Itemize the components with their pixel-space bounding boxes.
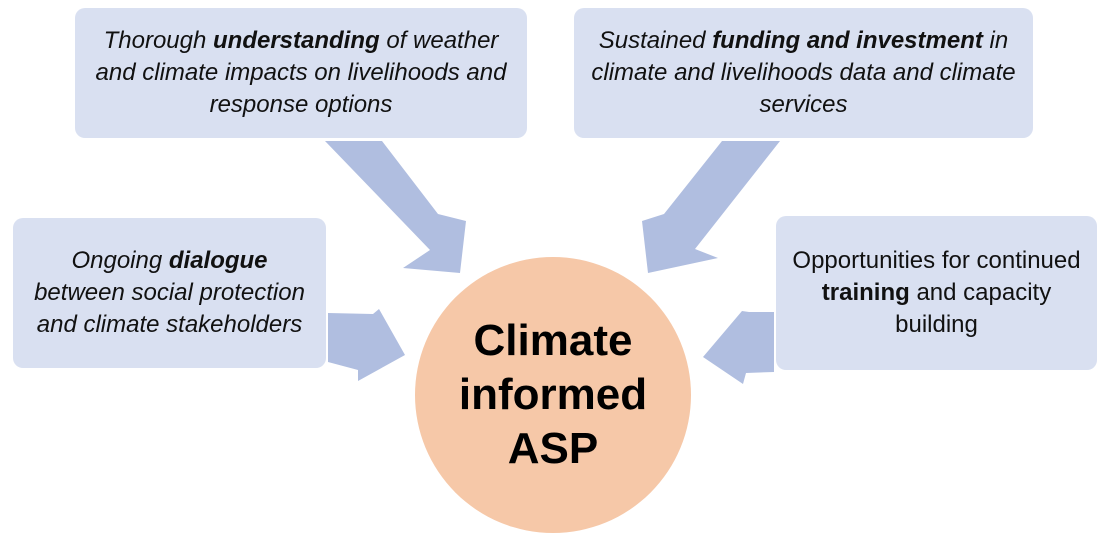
arrow-top-right (642, 141, 780, 273)
text-pre: Sustained (598, 27, 713, 54)
text-bold: training (821, 279, 910, 306)
arrow-top-left (325, 141, 466, 273)
text-pre: Thorough (103, 27, 213, 54)
text-bold: funding and investment (712, 27, 983, 54)
factor-box-dialogue: Ongoing dialogue between social protecti… (13, 218, 326, 368)
center-circle: Climate informed ASP (415, 257, 691, 533)
factor-box-training: Opportunities for continued training and… (776, 216, 1097, 370)
factor-text: Opportunities for continued training and… (786, 245, 1087, 341)
arrow-mid-left (328, 309, 405, 381)
factor-text: Ongoing dialogue between social protecti… (23, 245, 316, 341)
factor-text: Thorough understanding of weather and cl… (85, 25, 517, 121)
text-bold: understanding (213, 27, 380, 54)
factor-box-funding: Sustained funding and investment in clim… (574, 8, 1033, 138)
center-line-3: ASP (507, 424, 599, 473)
text-post: between social protection and climate st… (34, 279, 305, 338)
text-pre: Opportunities for continued (792, 247, 1081, 274)
text-bold: dialogue (168, 247, 268, 274)
center-line-2: informed (458, 370, 648, 419)
text-post: in climate and livelihoods data and clim… (591, 27, 1016, 118)
text-post: of weather and climate impacts on liveli… (95, 27, 507, 118)
arrow-mid-right (703, 311, 774, 384)
center-label: Climate informed ASP (459, 314, 647, 476)
center-line-1: Climate (473, 316, 633, 365)
factor-text: Sustained funding and investment in clim… (584, 25, 1023, 121)
text-pre: Ongoing (71, 247, 169, 274)
factor-box-understanding: Thorough understanding of weather and cl… (75, 8, 527, 138)
text-post: and capacity building (895, 279, 1052, 338)
